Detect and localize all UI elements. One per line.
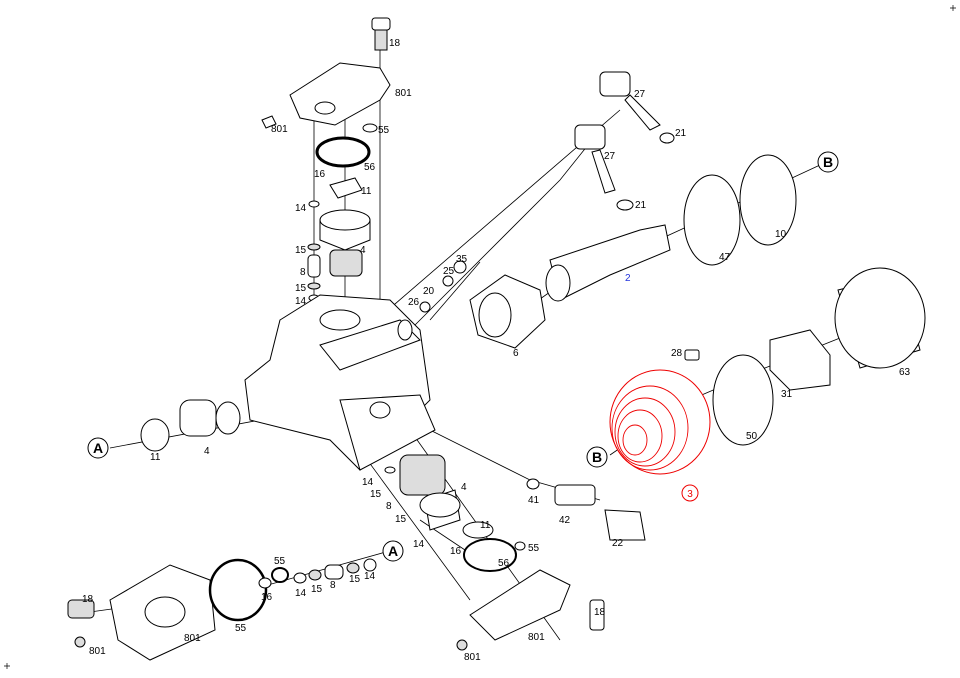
callout: 8 [386,501,392,512]
callout: 26 [408,297,420,308]
callout: 50 [746,431,758,442]
callout: 21 [635,200,647,211]
callout: 8 [300,267,306,278]
callout-part-3: 3 [687,489,693,500]
callout: 14 [364,571,376,582]
reference-marker-a-bottom: A [382,540,404,562]
callout: 55 [378,125,390,136]
callout: 11 [361,186,372,197]
callout: 801 [464,652,481,663]
reference-marker-a-left: A [87,437,109,459]
callout: 22 [612,538,624,549]
svg-text:B: B [592,449,602,465]
drive-shaft-group [419,71,797,349]
callout: 16 [450,546,462,557]
part-callouts: 18 801 801 55 56 16 11 14 4 15 8 15 14 3… [82,38,911,663]
callout: 27 [634,89,646,100]
callout: 20 [423,286,435,297]
callout: 15 [311,584,323,595]
bottom-left-cover [67,558,377,661]
callout: 25 [443,266,455,277]
callout: 801 [395,88,412,99]
reference-marker-b-mid: B [586,446,608,468]
top-cover-assembly [261,17,391,302]
callout: 16 [261,592,273,603]
svg-text:B: B [823,154,833,170]
callout: 801 [89,646,106,657]
callout: 63 [899,367,911,378]
callout: 15 [370,489,382,500]
callout: 55 [235,623,247,634]
svg-text:A: A [93,440,103,456]
callout: 18 [594,607,606,618]
callout: 14 [295,588,307,599]
rear-cover-group [684,267,926,446]
callout: 14 [362,477,374,488]
svg-text:A: A [388,543,398,559]
callout: 15 [349,574,361,585]
callout: 28 [671,348,683,359]
callout: 15 [295,283,307,294]
callout: 35 [456,254,468,265]
callout: 8 [330,580,336,591]
callout: 41 [528,495,540,506]
reference-marker-b-top: B [817,151,839,173]
callout: 16 [314,169,326,180]
callout: 10 [775,229,787,240]
lower-pump-group [384,454,646,651]
pump-body [244,294,436,471]
callout: 42 [559,515,571,526]
callout: 27 [604,151,616,162]
callout: 56 [364,162,376,173]
callout: 56 [498,558,510,569]
callout: 15 [395,514,407,525]
callout: 55 [528,543,540,554]
callout: 801 [271,124,288,135]
callout: 11 [150,452,161,463]
callout: 801 [528,632,545,643]
callout: 4 [204,446,210,457]
callout: 21 [675,128,687,139]
callout: 47 [719,252,731,263]
callout: 14 [295,296,307,307]
callout: 14 [295,203,307,214]
callout: 15 [295,245,307,256]
callout: 4 [360,245,366,256]
left-valve-group [140,399,241,452]
callout: 4 [461,482,467,493]
callout: 18 [82,594,94,605]
callout: 801 [184,633,201,644]
highlighted-part-3 [609,369,711,475]
part-3-callout-circle [681,484,699,502]
callout: 14 [413,539,425,550]
callout: 31 [781,389,793,400]
callout: 6 [513,348,519,359]
callout: 18 [389,38,401,49]
callout: 2 [625,273,631,284]
callout: 11 [480,520,491,531]
registration-marks [4,5,956,669]
callout: 55 [274,556,286,567]
